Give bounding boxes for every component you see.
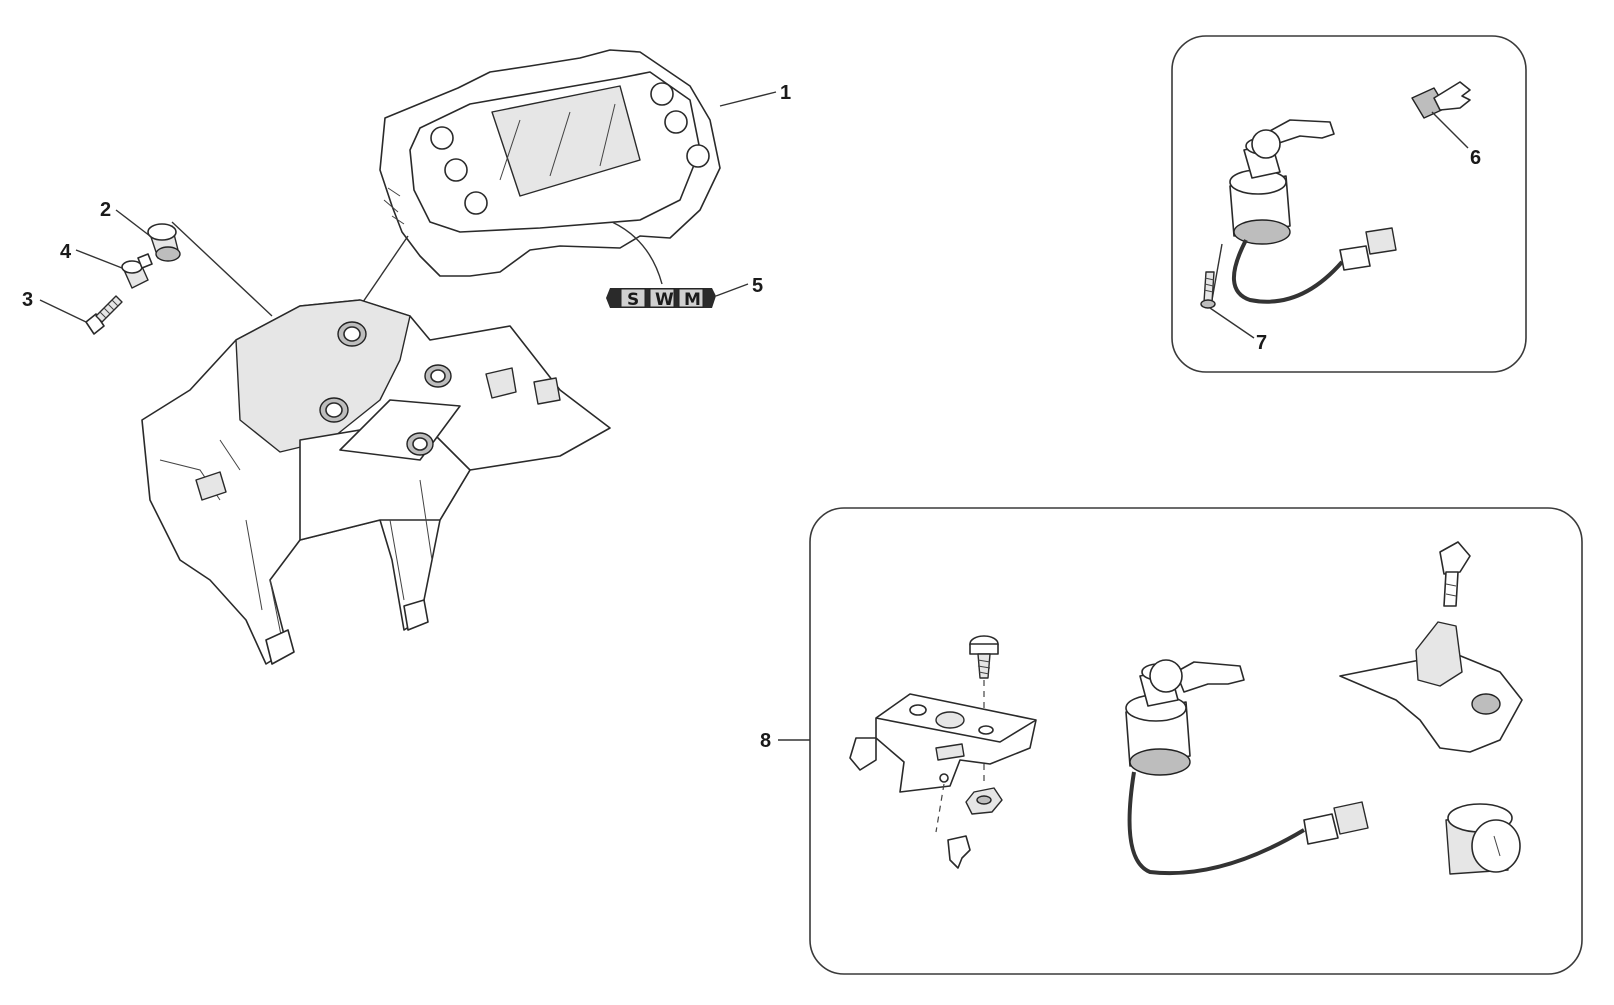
screw-icon bbox=[85, 295, 123, 335]
leader-line-6 bbox=[1431, 111, 1469, 149]
ignition-switch-icon bbox=[1211, 119, 1397, 304]
dashboard-support-bracket-icon bbox=[141, 299, 611, 665]
callout-2: 2 bbox=[100, 199, 111, 221]
leader-curve-5 bbox=[611, 221, 663, 285]
leader-line-1 bbox=[719, 91, 777, 107]
logo-letter-m: M bbox=[684, 290, 701, 310]
spacer-bushing-icon bbox=[121, 253, 153, 289]
ignition-key-group-frame bbox=[1171, 35, 1527, 373]
callout-4: 4 bbox=[60, 241, 72, 263]
screw-icon bbox=[1200, 271, 1216, 309]
callout-1: 1 bbox=[780, 82, 791, 104]
leader-line-7 bbox=[1209, 307, 1255, 339]
instrument-cluster-icon bbox=[379, 49, 721, 277]
leader-line-4 bbox=[75, 249, 123, 269]
callout-7: 7 bbox=[1256, 332, 1267, 354]
logo-letter-s: S bbox=[627, 290, 639, 310]
callout-3: 3 bbox=[22, 289, 33, 311]
leader-grommet-to-bracket bbox=[171, 221, 273, 317]
lock-kit-icon bbox=[849, 541, 1523, 876]
callout-8: 8 bbox=[760, 730, 771, 752]
leader-line-2 bbox=[115, 209, 151, 237]
lock-kit-group-frame bbox=[809, 507, 1583, 975]
callout-6: 6 bbox=[1470, 147, 1481, 169]
leader-line-5 bbox=[715, 283, 749, 297]
swm-logo-sticker-icon: S W M bbox=[606, 288, 716, 310]
key-icon bbox=[1411, 81, 1471, 119]
logo-letter-w: W bbox=[655, 290, 674, 310]
rubber-grommet-icon bbox=[147, 223, 181, 262]
leader-line-3 bbox=[39, 299, 87, 323]
callout-5: 5 bbox=[752, 275, 763, 297]
